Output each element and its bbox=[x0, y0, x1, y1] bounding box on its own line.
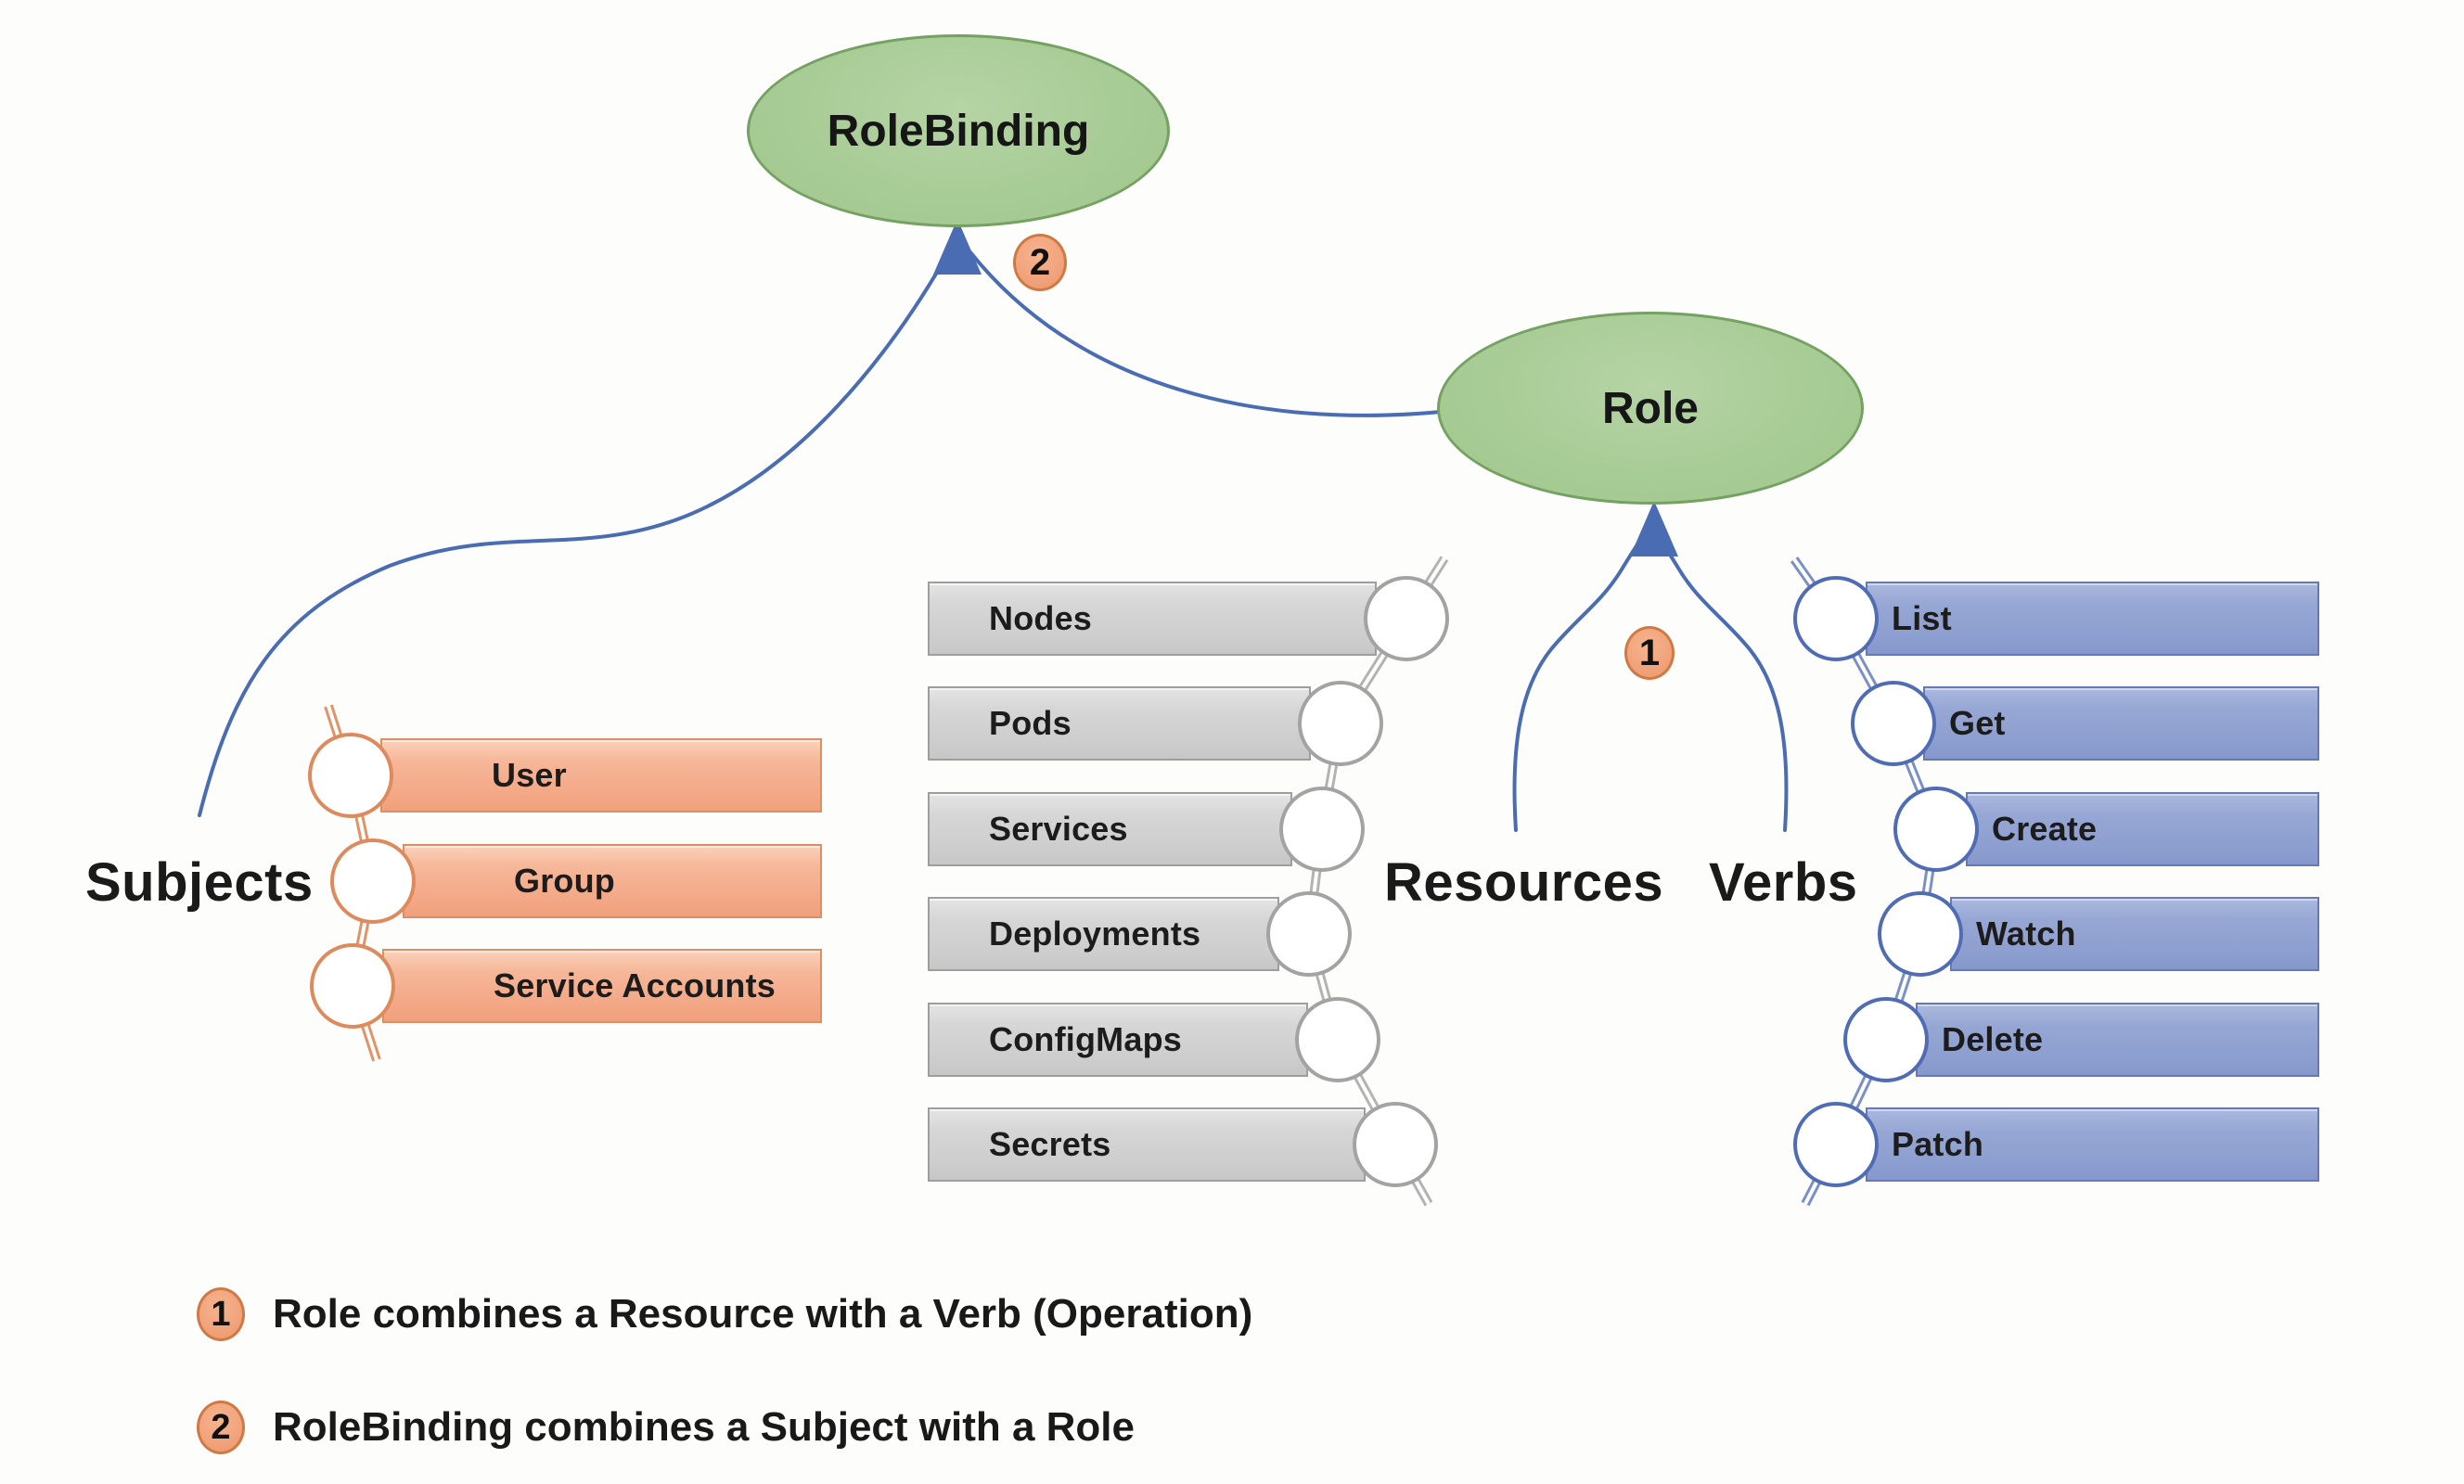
verb-label-create: Create bbox=[1992, 810, 2098, 848]
resource-label-nodes: Nodes bbox=[989, 599, 1093, 637]
node-rolebinding-label: RoleBinding bbox=[827, 106, 1090, 156]
legend-badge-1: 1 bbox=[197, 1287, 245, 1341]
verb-box-create: Create bbox=[1966, 792, 2319, 866]
resource-box-nodes: Nodes bbox=[928, 582, 1377, 656]
resource-box-deployments: Deployments bbox=[928, 897, 1279, 971]
verb-label-watch: Watch bbox=[1976, 915, 2076, 953]
node-role-label: Role bbox=[1601, 383, 1699, 433]
resource-box-pods: Pods bbox=[928, 686, 1311, 761]
legend-badge-2-number: 2 bbox=[211, 1407, 231, 1447]
subject-box-group: Group bbox=[403, 844, 822, 918]
subject-box-service-accounts: Service Accounts bbox=[382, 949, 822, 1023]
legend-badge-1-number: 1 bbox=[211, 1294, 231, 1334]
legend-text-1: Role combines a Resource with a Verb (Op… bbox=[273, 1291, 1253, 1337]
badge-1: 1 bbox=[1624, 626, 1675, 680]
legend-badge-2: 2 bbox=[197, 1401, 245, 1454]
verb-box-get: Get bbox=[1923, 686, 2319, 761]
resource-box-configmaps: ConfigMaps bbox=[928, 1003, 1308, 1077]
resource-box-secrets: Secrets bbox=[928, 1107, 1366, 1182]
resource-box-services: Services bbox=[928, 792, 1292, 866]
badge-2-number: 2 bbox=[1029, 241, 1051, 283]
group-label-subjects: Subjects bbox=[85, 852, 314, 913]
group-label-verbs: Verbs bbox=[1709, 852, 1858, 913]
node-rolebinding: RoleBinding bbox=[747, 34, 1170, 227]
badge-2: 2 bbox=[1013, 234, 1067, 291]
resource-label-services: Services bbox=[989, 810, 1128, 848]
verb-box-watch: Watch bbox=[1950, 897, 2319, 971]
resource-label-configmaps: ConfigMaps bbox=[989, 1020, 1182, 1058]
verb-label-delete: Delete bbox=[1942, 1020, 2044, 1058]
resource-label-deployments: Deployments bbox=[989, 915, 1201, 953]
node-role: Role bbox=[1437, 312, 1864, 505]
resource-label-secrets: Secrets bbox=[989, 1125, 1111, 1163]
resource-label-pods: Pods bbox=[989, 704, 1072, 742]
badge-1-number: 1 bbox=[1638, 632, 1661, 673]
verb-box-patch: Patch bbox=[1866, 1107, 2319, 1182]
group-label-resources: Resources bbox=[1384, 852, 1664, 913]
legend-text-2: RoleBinding combines a Subject with a Ro… bbox=[273, 1404, 1136, 1450]
verb-label-get: Get bbox=[1949, 704, 2006, 742]
legend-item-2: 2 RoleBinding combines a Subject with a … bbox=[197, 1401, 1135, 1454]
legend-item-1: 1 Role combines a Resource with a Verb (… bbox=[197, 1287, 1252, 1341]
verb-box-delete: Delete bbox=[1916, 1003, 2319, 1077]
subject-label-service-accounts: Service Accounts bbox=[494, 966, 776, 1004]
subject-label-group: Group bbox=[514, 862, 615, 900]
